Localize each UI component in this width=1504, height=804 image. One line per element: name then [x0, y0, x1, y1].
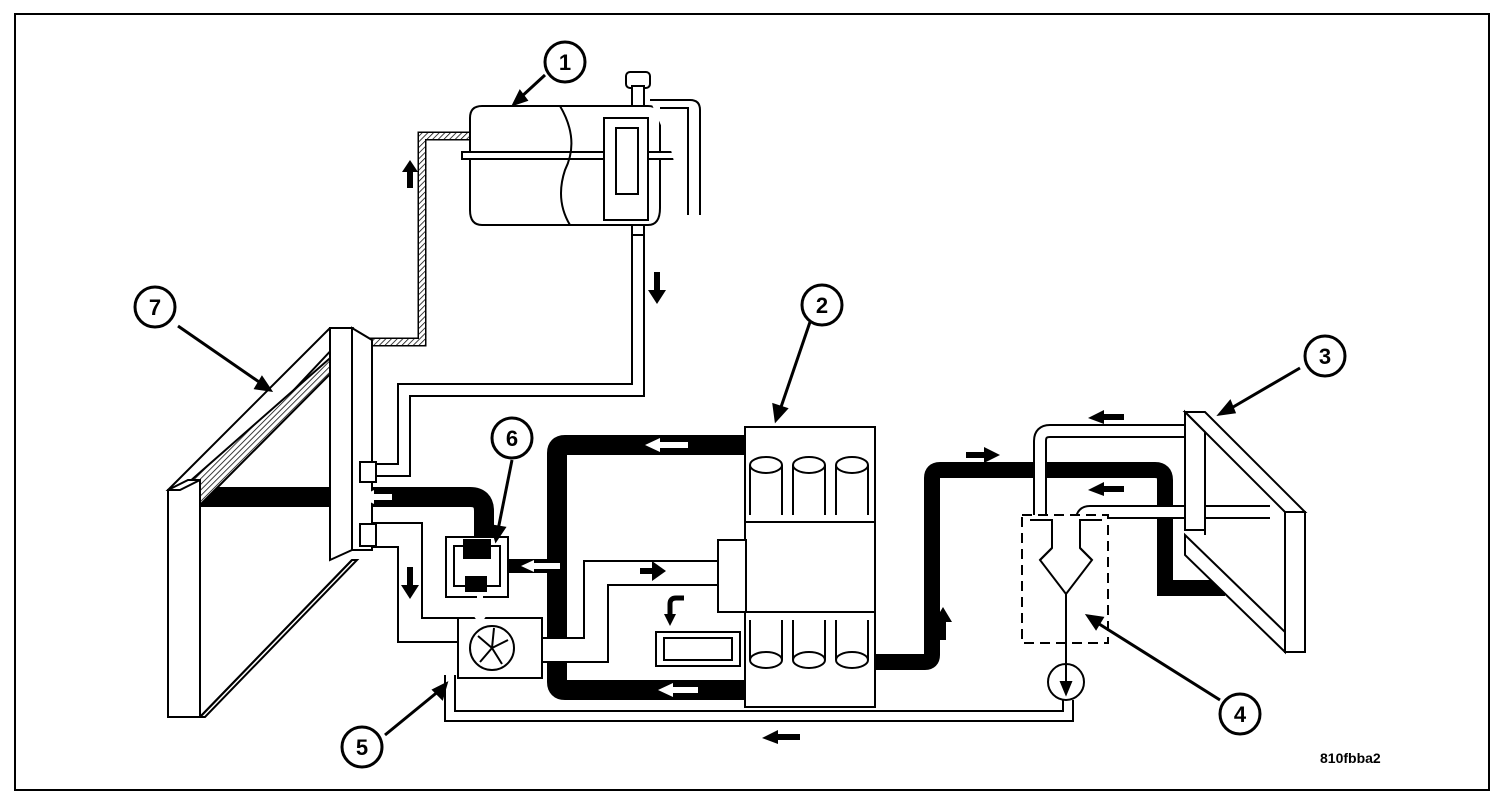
callout-5: 5	[340, 725, 384, 769]
radiator	[165, 326, 377, 718]
callout-2-label: 2	[816, 293, 828, 318]
flow-arrows	[360, 160, 1124, 744]
heater-valve-assembly	[1021, 514, 1109, 701]
callout-1-label: 1	[559, 50, 571, 75]
flow-arrow-down	[471, 595, 489, 625]
callout-6-label: 6	[506, 426, 518, 451]
flow-arrow-left	[645, 438, 688, 452]
flow-arrow-down	[648, 272, 666, 304]
leader-lines	[177, 73, 1301, 737]
callout-2: 2	[800, 283, 844, 327]
flow-arrow-up	[402, 160, 418, 188]
flow-arrow-down	[401, 567, 419, 599]
diagram-border	[14, 13, 1490, 791]
callout-3: 3	[1303, 334, 1347, 378]
thermostat-housing	[445, 536, 509, 598]
heater-supply-hose	[875, 462, 1225, 670]
figure-code: 810fbba2	[1320, 750, 1381, 766]
flow-arrow-left	[762, 730, 800, 744]
flow-arrow-left	[360, 490, 392, 504]
flow-arrow-left	[521, 560, 560, 572]
reservoir-outlet-hose	[372, 232, 645, 477]
heater-core	[1182, 409, 1308, 655]
callout-3-label: 3	[1319, 344, 1331, 369]
vent-hose	[357, 131, 472, 347]
engine-block	[655, 426, 876, 708]
flow-arrow-curved	[667, 595, 684, 616]
flow-arrow-right	[966, 447, 1000, 463]
callout-7-label: 7	[149, 295, 161, 320]
flow-arrow-up	[934, 607, 952, 640]
callout-1: 1	[543, 40, 587, 84]
callout-6: 6	[490, 416, 534, 460]
callout-7: 7	[133, 285, 177, 329]
return-line-bottom	[444, 675, 1074, 722]
flow-arrow-left	[1088, 482, 1124, 496]
flow-arrow-right	[640, 561, 666, 581]
coolant-reservoir	[461, 71, 701, 236]
flow-arrow-left	[1088, 410, 1124, 424]
callout-4-label: 4	[1234, 702, 1247, 727]
upper-radiator-hose	[200, 487, 494, 545]
flow-arrow-left	[658, 683, 698, 697]
callout-4: 4	[1218, 692, 1262, 736]
water-pump	[457, 617, 543, 679]
callout-5-label: 5	[356, 735, 368, 760]
